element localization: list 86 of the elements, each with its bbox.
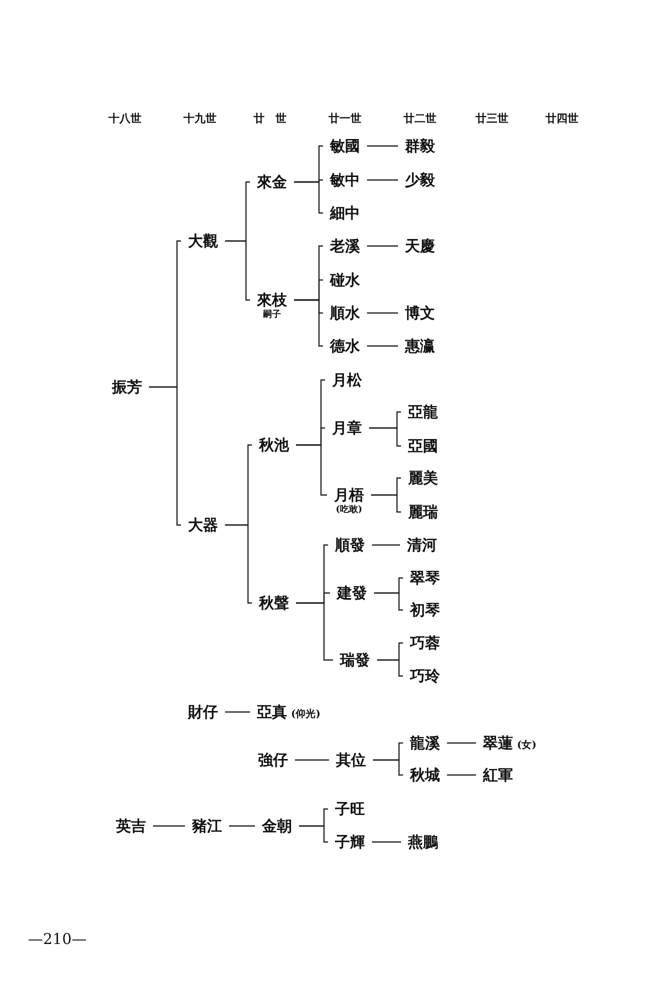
name-text: 天慶	[405, 236, 435, 256]
generation-header: 十九世	[184, 111, 216, 126]
connector-line	[372, 841, 401, 843]
bracket-line	[294, 181, 323, 214]
bracket-line	[377, 659, 403, 677]
generation-header: 廿一世	[328, 111, 362, 126]
name-text: 清河	[407, 535, 437, 555]
bracket-line	[296, 444, 327, 496]
generation-header: 十八世	[108, 111, 142, 126]
name-text: 德水	[330, 336, 360, 356]
name-text: 細中	[330, 203, 360, 223]
name-text: 來枝	[257, 290, 287, 310]
name-text: 龍溪	[410, 733, 440, 753]
name-text: 英吉	[116, 816, 146, 836]
name-text: 月梧	[334, 485, 364, 504]
name-text: 大器	[188, 515, 218, 535]
connector-line	[447, 742, 476, 744]
connector-line	[447, 774, 476, 776]
name-text: 碰水	[330, 270, 360, 290]
name-text: 敏中	[330, 170, 360, 190]
bracket-line	[225, 240, 250, 301]
name-text: 巧蓉	[410, 633, 440, 653]
generation-header: 廿三世	[476, 111, 508, 126]
generation-header: 廿四世	[546, 111, 578, 126]
note-text: 嗣子	[263, 310, 281, 320]
name-text: 其位	[336, 750, 366, 770]
connector-line	[367, 345, 398, 347]
name-text: 巧玲	[410, 666, 440, 686]
name-text: 亞國	[408, 436, 438, 456]
name-text: 子旺	[335, 799, 365, 819]
note-text: (女)	[517, 741, 536, 751]
name-text: 群毅	[405, 136, 435, 156]
connector-line	[367, 245, 398, 247]
name-text: 財仔	[188, 702, 218, 722]
name-text: 秋城	[410, 765, 440, 785]
name-text: 子輝	[335, 832, 365, 852]
name-text: 亞龍	[408, 402, 438, 422]
bracket-line	[296, 602, 333, 661]
bracket-line	[369, 427, 401, 447]
name-text: 麗美	[408, 468, 438, 488]
connector-line	[367, 145, 398, 147]
name-text: 燕鵬	[408, 832, 438, 852]
name-text: 金朝	[262, 816, 292, 836]
generation-header: 廿二世	[404, 111, 436, 126]
bracket-line	[149, 386, 181, 526]
name-text: 秋聲	[259, 593, 289, 613]
bracket-line	[374, 592, 403, 611]
name-text: 麗瑞	[408, 502, 438, 522]
name-text: 初琴	[410, 600, 440, 620]
connector-line	[295, 759, 329, 761]
name-text: 翠蓮	[483, 733, 513, 753]
note-text: (吃敢)	[336, 505, 362, 515]
name-text: 博文	[405, 303, 435, 323]
bracket-line	[299, 825, 328, 843]
name-text: 敏國	[330, 136, 360, 156]
name-text: 秋池	[259, 435, 289, 455]
name-text: 月松	[332, 370, 362, 390]
connector-line	[229, 825, 255, 827]
connector-line	[372, 544, 400, 546]
name-text: 強仔	[258, 750, 288, 770]
name-text: 月章	[332, 418, 362, 438]
connector-line	[367, 312, 398, 314]
bracket-line	[225, 524, 252, 604]
name-text: 振芳	[112, 377, 142, 397]
name-text: 順發	[335, 535, 365, 555]
name-text: 來金	[257, 172, 287, 192]
name-text: 惠瀛	[405, 336, 435, 356]
name-text: 建發	[337, 583, 367, 603]
connector-line	[153, 825, 185, 827]
page-number: —210—	[28, 930, 87, 948]
generation-header: 廿 世	[254, 111, 286, 126]
connector-line	[367, 179, 398, 181]
name-text: 少毅	[405, 170, 435, 190]
bracket-line	[371, 494, 401, 513]
bracket-line	[373, 759, 403, 776]
connector-line	[225, 711, 250, 713]
name-text: 瑞發	[340, 650, 370, 670]
name-text: 紅軍	[483, 765, 513, 785]
name-text: 亞真	[257, 702, 287, 722]
bracket-line	[294, 299, 323, 347]
note-text: (仰光)	[291, 710, 320, 720]
name-text: 順水	[330, 303, 360, 323]
name-text: 老溪	[330, 236, 360, 256]
name-text: 大觀	[188, 231, 218, 251]
name-text: 翠琴	[410, 568, 440, 588]
name-text: 豬江	[192, 816, 222, 836]
